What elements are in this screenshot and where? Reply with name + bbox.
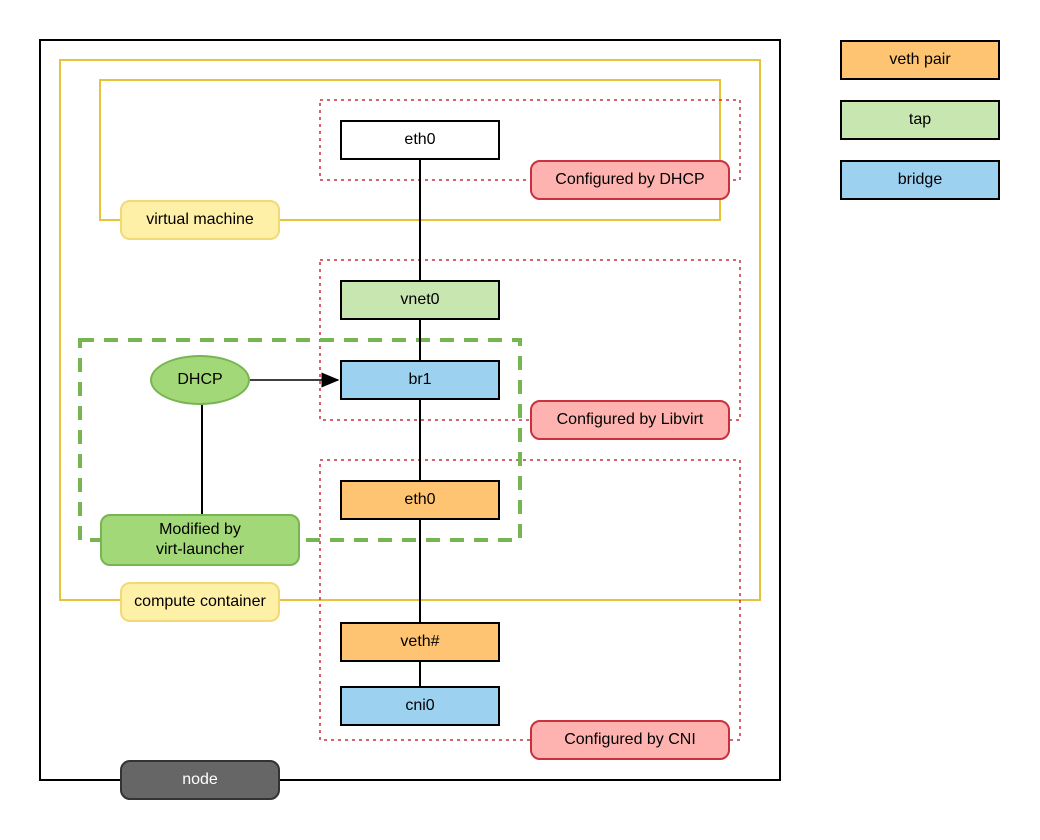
virtual-machine-frame [99,79,721,221]
dhcp-server-ellipse: DHCP [150,355,250,405]
node-label: node [120,760,280,800]
configured-by-dhcp-label: Configured by DHCP [530,160,730,200]
node-frame [39,39,781,781]
modified-by-line2: virt-launcher [155,541,245,558]
compute-container-frame [59,59,761,601]
vm-eth0-box: eth0 [340,120,500,160]
veth-box: veth# [340,622,500,662]
virt-launcher-region [78,338,522,542]
cni0-box: cni0 [340,686,500,726]
br1-box: br1 [340,360,500,400]
virtual-machine-label: virtual machine [120,200,280,240]
compute-container-label: compute container [120,582,280,622]
legend-tap: tap [840,100,1000,140]
vnet0-box: vnet0 [340,280,500,320]
configured-by-libvirt-label: Configured by Libvirt [530,400,730,440]
pod-eth0-box: eth0 [340,480,500,520]
legend-veth-pair: veth pair [840,40,1000,80]
modified-by-line1: Modified by [159,521,241,538]
modified-by-virt-launcher: Modified by virt-launcher [100,514,300,566]
legend-bridge: bridge [840,160,1000,200]
configured-by-cni-label: Configured by CNI [530,720,730,760]
